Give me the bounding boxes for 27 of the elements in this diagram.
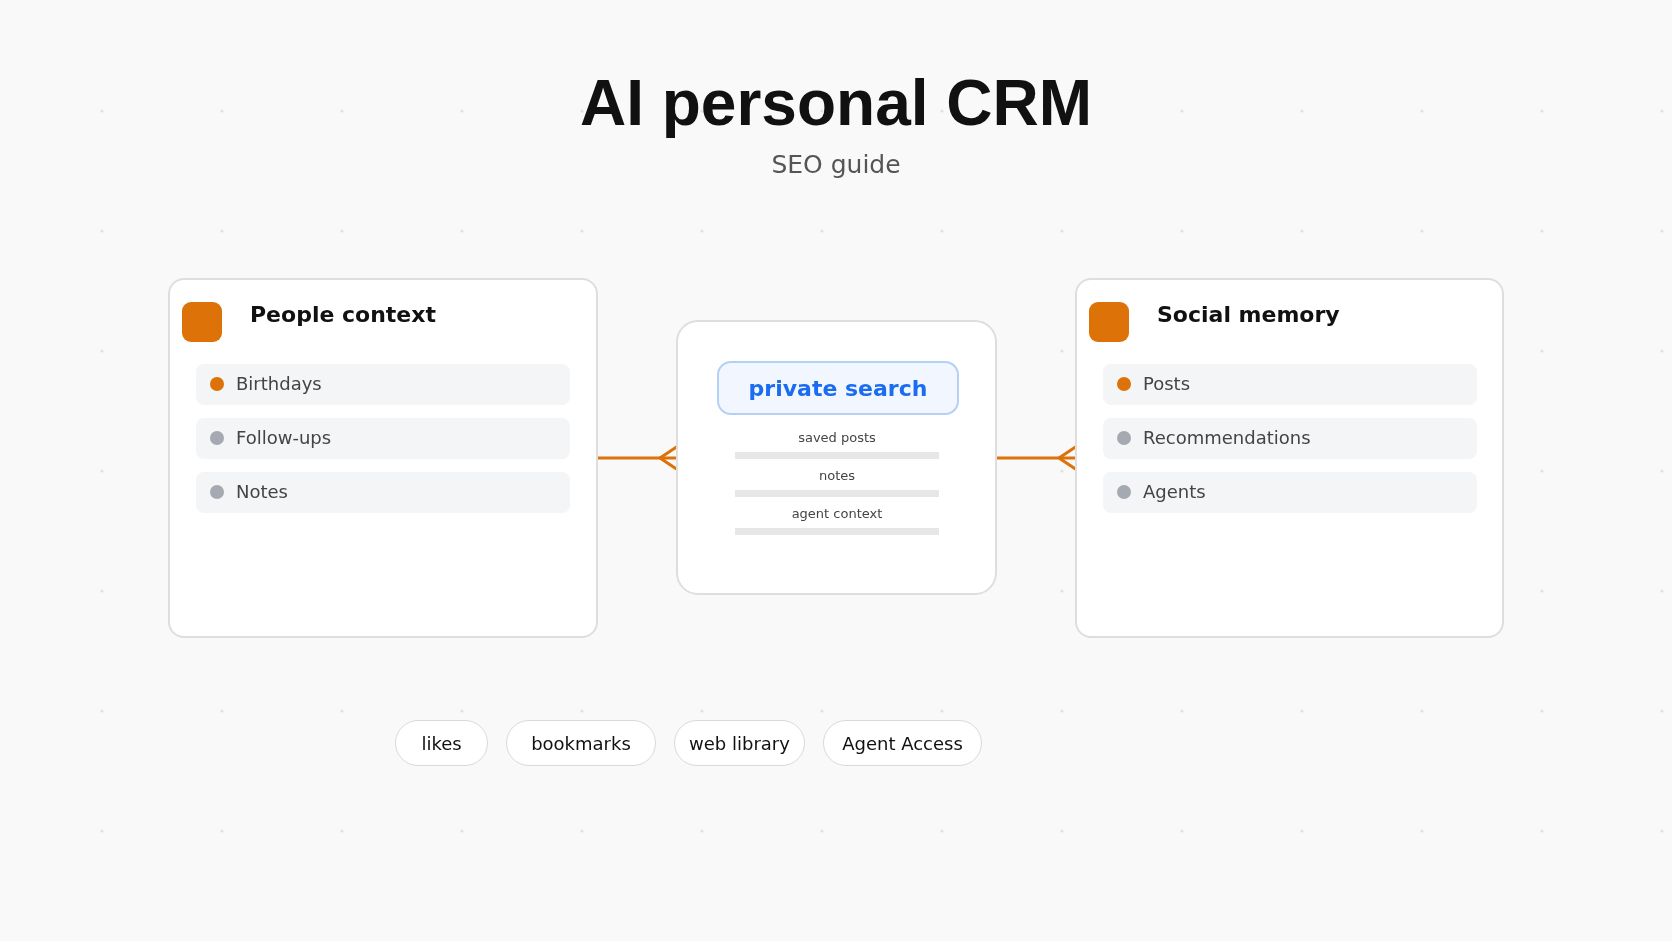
panel-card — [1075, 278, 1504, 638]
search-field: private search — [717, 361, 959, 415]
index-label: agent context — [790, 506, 884, 521]
item-label: Recommendations — [1143, 427, 1311, 448]
title: AI personal CRM — [578, 66, 1094, 140]
tag-chip: Agent Access — [823, 720, 982, 766]
panel-card — [168, 278, 598, 638]
list-item — [196, 472, 570, 513]
subtitle: SEO guide — [770, 150, 902, 179]
panel-heading: Social memory — [1157, 302, 1340, 327]
item-label: Notes — [236, 481, 288, 502]
list-item — [1103, 418, 1477, 459]
item-label: Agents — [1143, 481, 1206, 502]
item-label: Birthdays — [236, 373, 322, 394]
index-label: saved posts — [797, 430, 877, 445]
tag-chip: likes — [395, 720, 488, 766]
list-item — [1103, 364, 1477, 405]
search-card — [676, 320, 997, 595]
panel-heading: People context — [250, 302, 436, 327]
item-label: Follow-ups — [236, 427, 332, 448]
tag-chip: bookmarks — [506, 720, 656, 766]
tag-chip: web library — [674, 720, 805, 766]
list-item — [196, 364, 570, 405]
item-label: Posts — [1143, 373, 1191, 394]
list-item — [1103, 472, 1477, 513]
index-label: notes — [817, 468, 857, 483]
list-item — [196, 418, 570, 459]
